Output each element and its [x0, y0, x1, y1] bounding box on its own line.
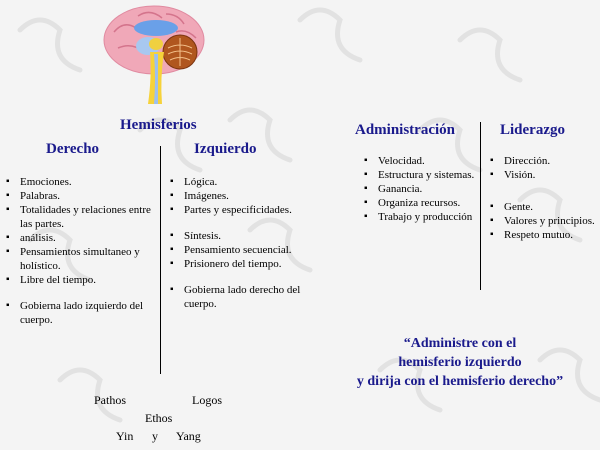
brain-illustration: [103, 5, 205, 104]
logos-label: Logos: [192, 393, 222, 407]
leadership-heading: Liderazgo: [500, 122, 565, 138]
list-item: Velocidad.: [364, 154, 476, 168]
management-list: Velocidad. Estructura y sistemas. Gananc…: [364, 154, 476, 224]
hemispheres-title: Hemisferios: [120, 117, 197, 133]
list-item: Emociones.: [6, 175, 156, 189]
leadership-list: Dirección. Visión. Gente. Valores y prin…: [490, 154, 596, 242]
list-item: Totalidades y relaciones entre las parte…: [6, 203, 156, 231]
ethos-label: Ethos: [145, 411, 173, 425]
list-item: Dirección.: [490, 154, 596, 168]
list-item: Valores y principios.: [490, 214, 596, 228]
left-hemisphere-list: Lógica. Imágenes. Partes y especificidad…: [170, 175, 315, 311]
list-item: Estructura y sistemas.: [364, 168, 476, 182]
management-divider: [480, 122, 481, 290]
list-item: Gente.: [490, 200, 596, 214]
quote-line: y dirija con el hemisferio derecho”: [356, 374, 564, 389]
list-spacer: [170, 217, 315, 229]
quote-line: hemisferio izquierdo: [398, 355, 522, 370]
conjunction-label: y: [152, 429, 158, 443]
yang-label: Yang: [176, 429, 201, 443]
list-spacer: [490, 182, 596, 200]
list-item: Gobierna lado derecho del cuerpo.: [170, 283, 315, 311]
list-item: Trabajo y producción: [364, 210, 476, 224]
management-heading: Administración: [355, 122, 456, 138]
quote-block: “Administre con el hemisferio izquierdo …: [320, 334, 600, 391]
list-item: Partes y especificidades.: [170, 203, 315, 217]
list-item: Pensamientos simultaneo y holístico.: [6, 245, 156, 273]
quote-line: “Administre con el: [403, 336, 517, 351]
list-item: análisis.: [6, 231, 156, 245]
list-spacer: [170, 271, 315, 283]
list-item: Gobierna lado izquierdo del cuerpo.: [6, 299, 156, 327]
list-item: Palabras.: [6, 189, 156, 203]
list-item: Organiza recursos.: [364, 196, 476, 210]
list-item: Prisionero del tiempo.: [170, 257, 315, 271]
yin-label: Yin: [116, 429, 134, 443]
list-item: Libre del tiempo.: [6, 273, 156, 287]
list-item: Imágenes.: [170, 189, 315, 203]
list-item: Pensamiento secuencial.: [170, 243, 315, 257]
pathos-label: Pathos: [94, 393, 127, 407]
list-item: Ganancia.: [364, 182, 476, 196]
right-hemisphere-list: Emociones. Palabras. Totalidades y relac…: [6, 175, 156, 327]
right-hemisphere-heading: Derecho: [46, 141, 100, 157]
left-hemisphere-heading: Izquierdo: [194, 141, 257, 157]
list-item: Síntesis.: [170, 229, 315, 243]
list-item: Lógica.: [170, 175, 315, 189]
list-item: Visión.: [490, 168, 596, 182]
list-item: Respeto mutuo.: [490, 228, 596, 242]
hemispheres-divider: [160, 146, 161, 374]
list-spacer: [6, 287, 156, 299]
